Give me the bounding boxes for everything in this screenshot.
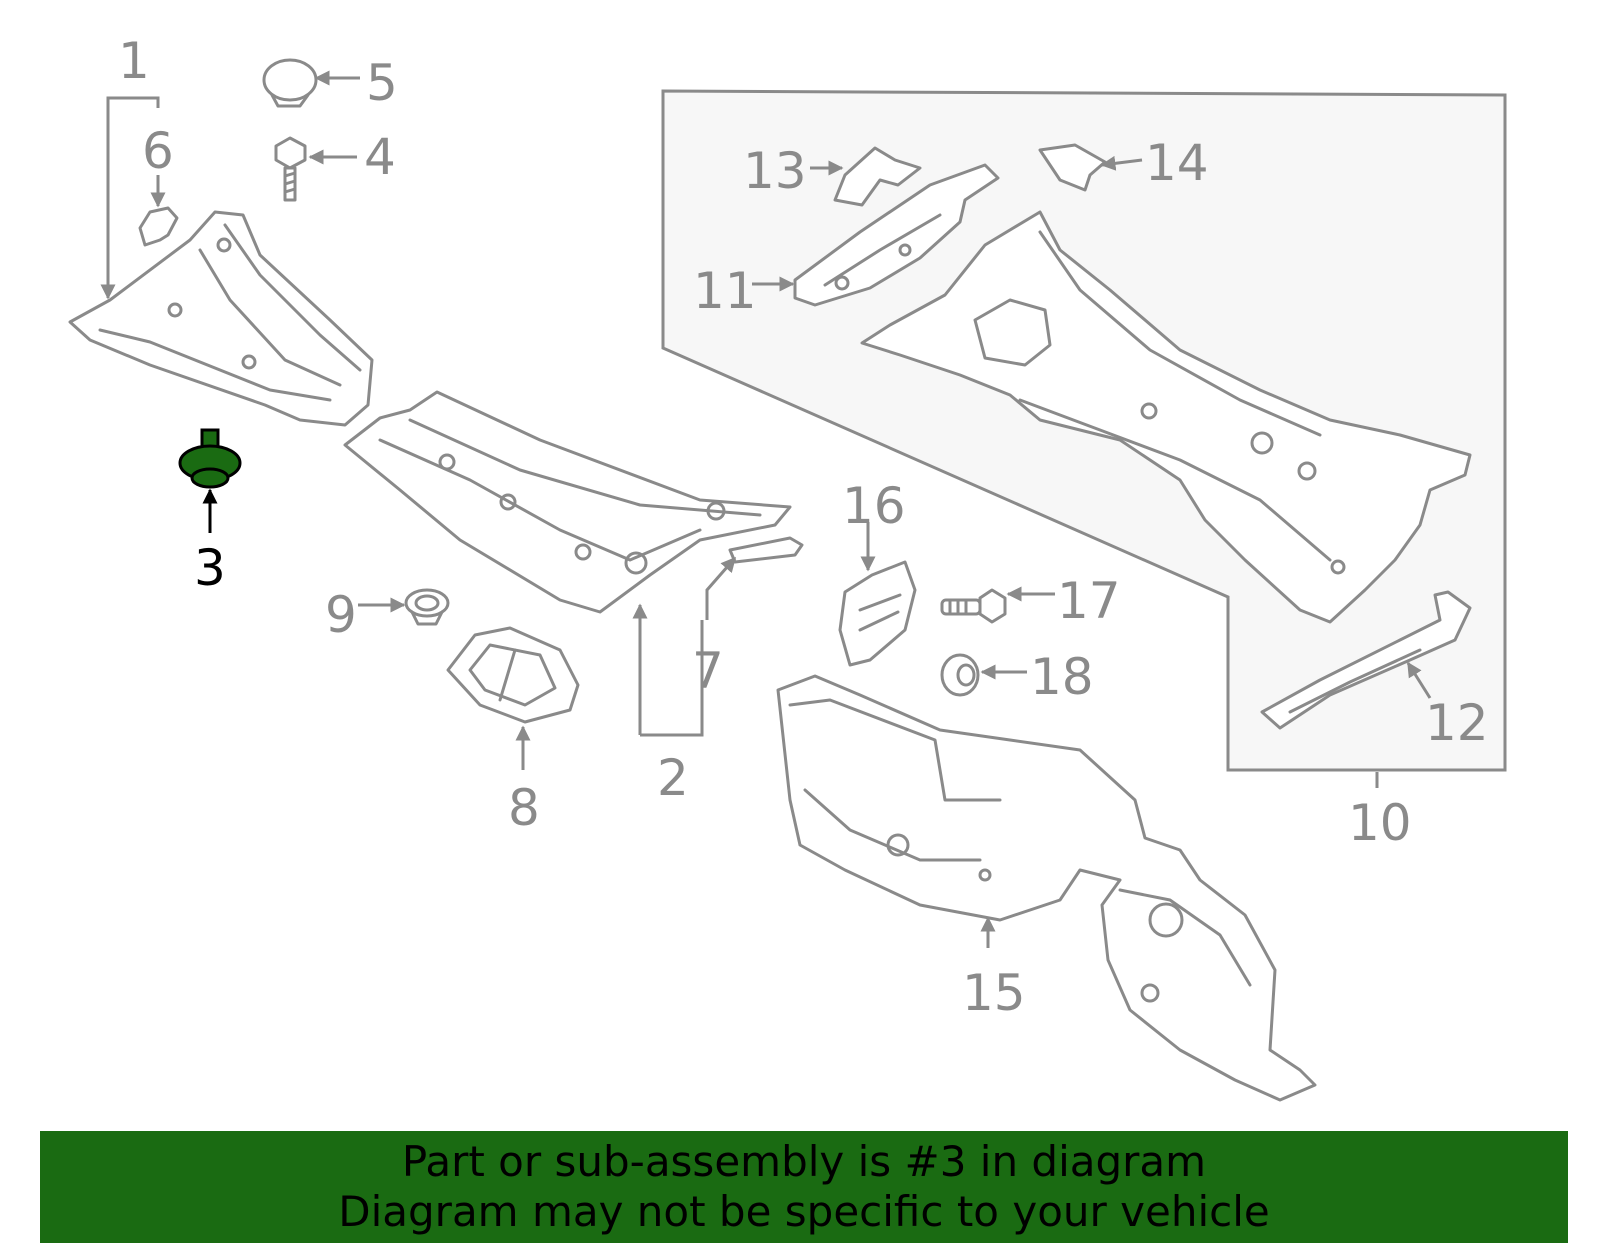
part-4-bolt xyxy=(274,136,307,202)
part-18-nut xyxy=(940,653,980,697)
part-9-grommet xyxy=(404,588,450,626)
part-6-clip xyxy=(138,206,179,247)
part-3-grommet-highlighted xyxy=(178,428,242,489)
callout-labels: 1 6 5 4 3 9 8 2 7 16 17 18 15 10 12 13 1… xyxy=(118,32,1489,1022)
callout-15: 15 xyxy=(962,964,1026,1022)
notice-line-part: Part or sub-assembly is #3 in diagram xyxy=(401,1137,1207,1186)
callout-11: 11 xyxy=(693,262,757,320)
callout-17: 17 xyxy=(1057,572,1121,630)
part-1-cowl-panel-left xyxy=(68,210,374,427)
part-5-cap xyxy=(262,58,318,108)
part-15-dash-panel xyxy=(776,674,1317,1102)
part-12-reinforcement xyxy=(1260,590,1472,730)
callout-18: 18 xyxy=(1030,648,1094,706)
notice-banner: Part or sub-assembly is #3 in diagram Di… xyxy=(40,1131,1568,1243)
part-13-brace xyxy=(833,146,922,207)
callout-7: 7 xyxy=(692,642,724,700)
part-17-bolt xyxy=(940,588,1007,624)
callout-9: 9 xyxy=(325,586,357,644)
part-2-cowl-panel-center xyxy=(343,390,792,614)
leader-lines xyxy=(100,70,1432,948)
callout-1: 1 xyxy=(118,32,150,90)
callout-14: 14 xyxy=(1145,134,1209,192)
callout-12: 12 xyxy=(1425,694,1489,752)
parts-diagram: 1 6 5 4 3 9 8 2 7 16 17 18 15 10 12 13 1… xyxy=(68,32,1507,1102)
notice-line-disclaimer: Diagram may not be specific to your vehi… xyxy=(338,1187,1270,1236)
part-16-bracket xyxy=(838,560,917,667)
callout-5: 5 xyxy=(366,54,398,112)
part-14-gusset xyxy=(1038,143,1107,192)
callout-16: 16 xyxy=(842,477,906,535)
callout-13: 13 xyxy=(743,142,807,200)
callout-2: 2 xyxy=(657,749,689,807)
callout-3: 3 xyxy=(194,539,226,597)
part-7-strip xyxy=(728,536,804,564)
part-8-cover-plate xyxy=(446,626,580,724)
part-11-reinforcement xyxy=(793,163,1000,307)
callout-4: 4 xyxy=(364,128,396,186)
callout-8: 8 xyxy=(508,779,540,837)
callout-6: 6 xyxy=(142,122,174,180)
part-10-dash-assembly xyxy=(860,210,1472,624)
callout-10: 10 xyxy=(1348,794,1412,852)
